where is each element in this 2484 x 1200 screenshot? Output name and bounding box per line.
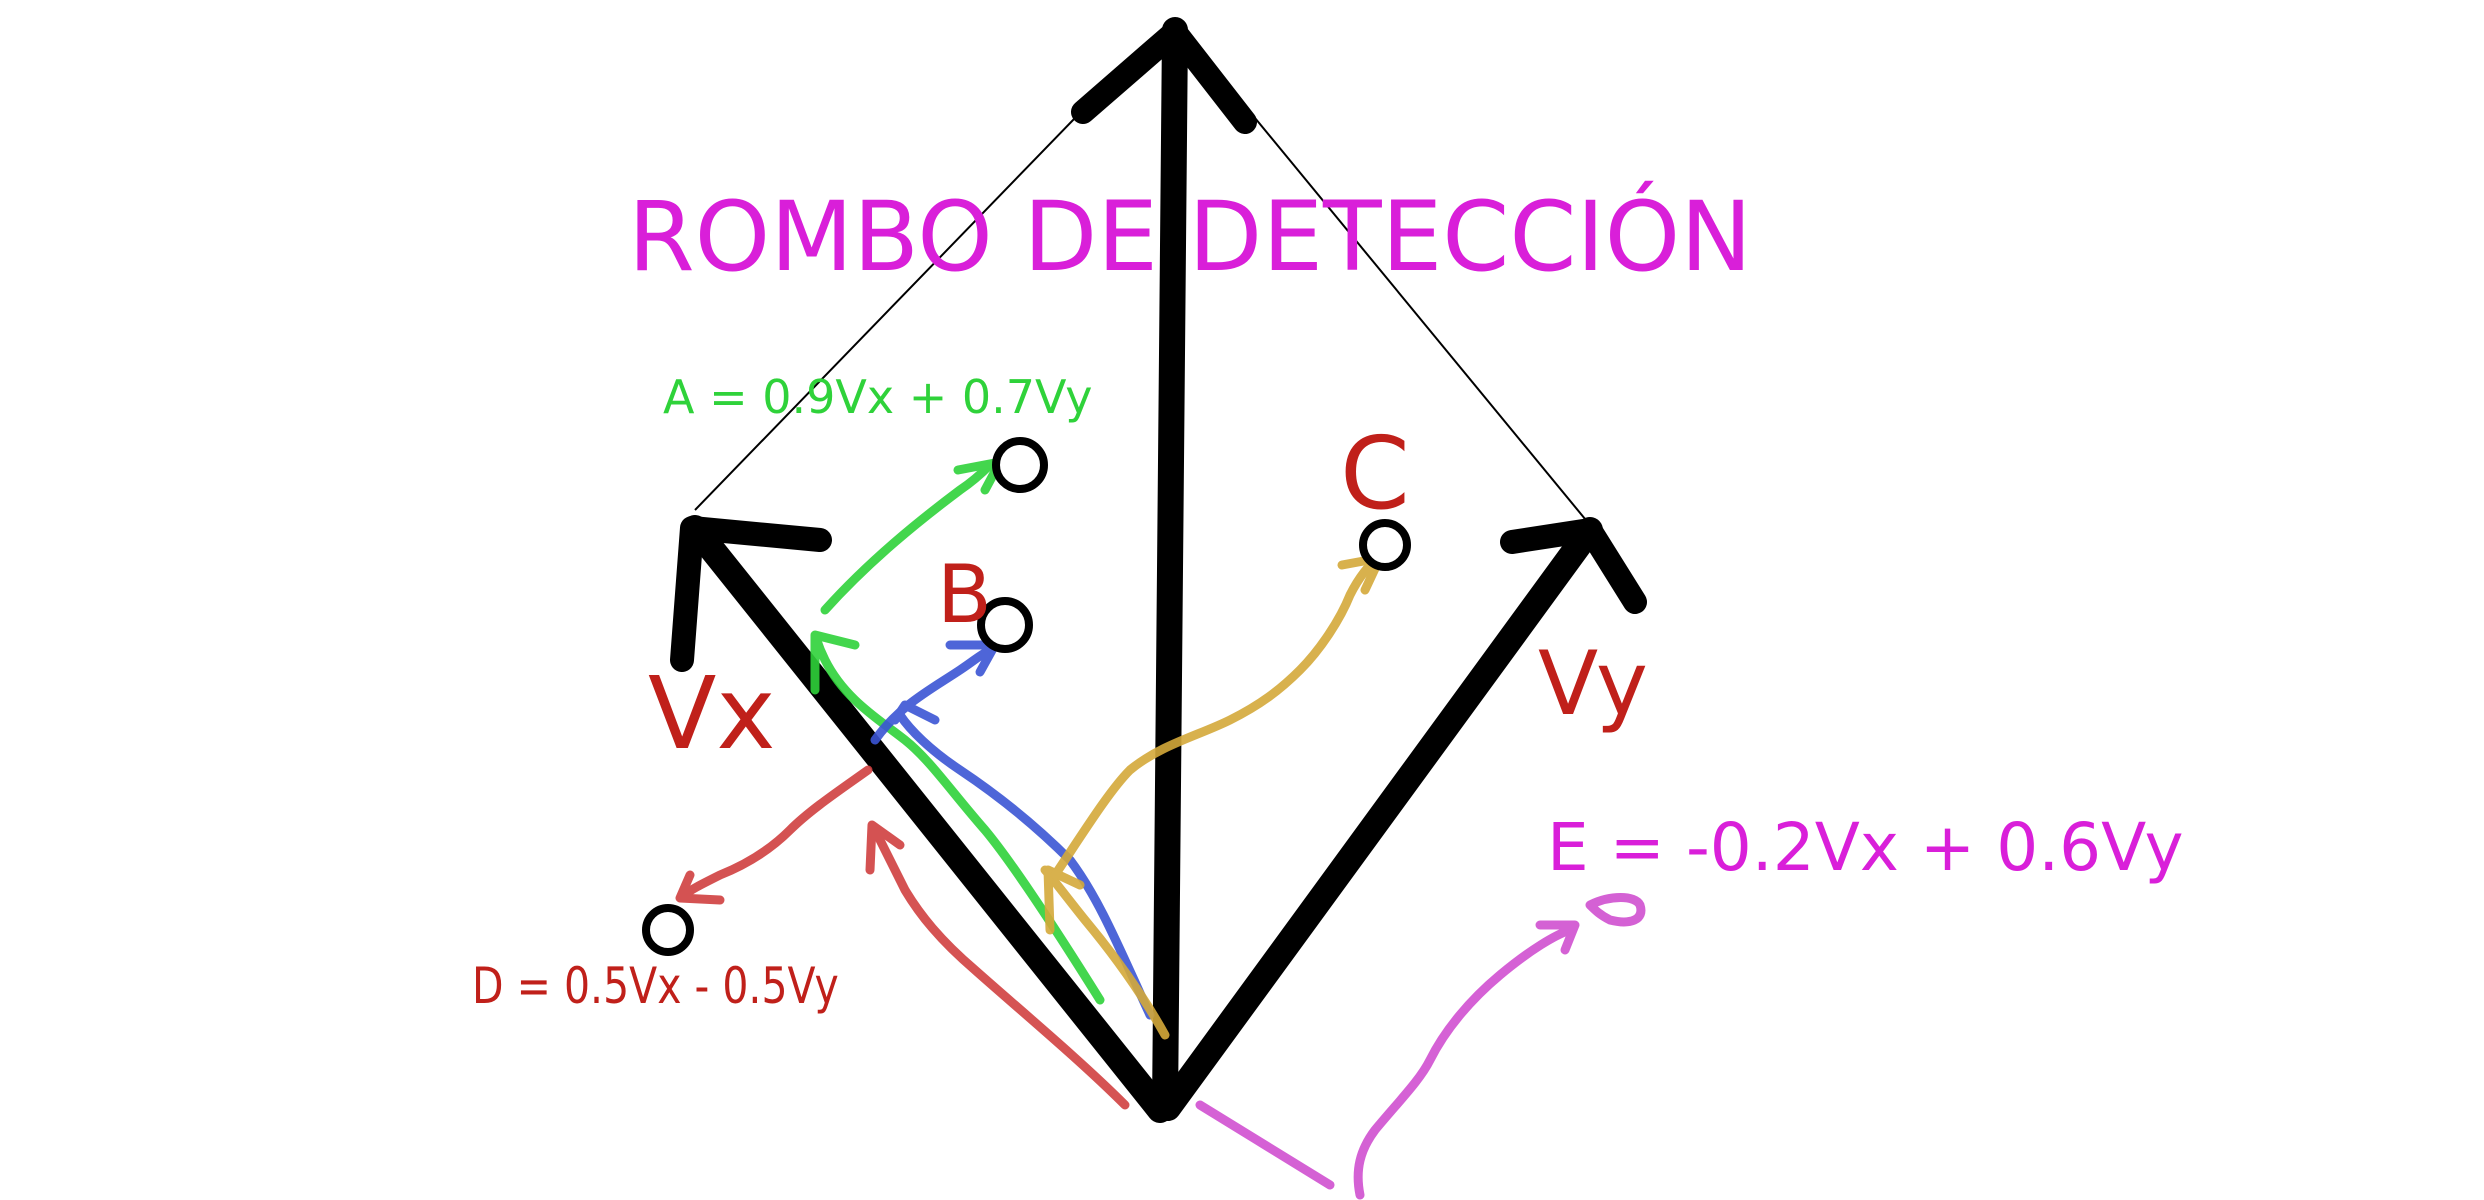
equation-d: D = 0.5Vx - 0.5Vy: [472, 957, 839, 1015]
equation-a: A = 0.9Vx + 0.7Vy: [663, 370, 1093, 424]
arrow-to-e: [1195, 893, 1646, 1200]
equation-e: E = -0.2Vx + 0.6Vy: [1547, 809, 2184, 886]
point-a-marker: [992, 437, 1048, 493]
rhombus-left-edge: [694, 117, 1076, 511]
vertical-axis-arrow: [1071, 17, 1257, 1121]
diagram-title: ROMBO DE DETECCIÓN: [628, 180, 1752, 293]
point-c-marker: [1359, 519, 1411, 571]
arrow-to-a: [810, 457, 1105, 1005]
arrow-to-b: [870, 640, 1155, 1020]
vy-axis-arrow: [1155, 517, 1647, 1121]
point-d-marker: [642, 904, 694, 956]
vx-axis-arrow: [670, 515, 1173, 1123]
label-c: C: [1340, 415, 1410, 532]
point-b-marker: [977, 597, 1033, 653]
arrow-to-d: [675, 765, 1130, 1110]
rhombus-right-edge: [1254, 117, 1591, 526]
label-b: B: [937, 548, 992, 641]
vy-label: Vy: [1538, 632, 1648, 735]
vx-label: Vx: [648, 655, 776, 772]
arrow-to-c: [1040, 553, 1385, 1040]
